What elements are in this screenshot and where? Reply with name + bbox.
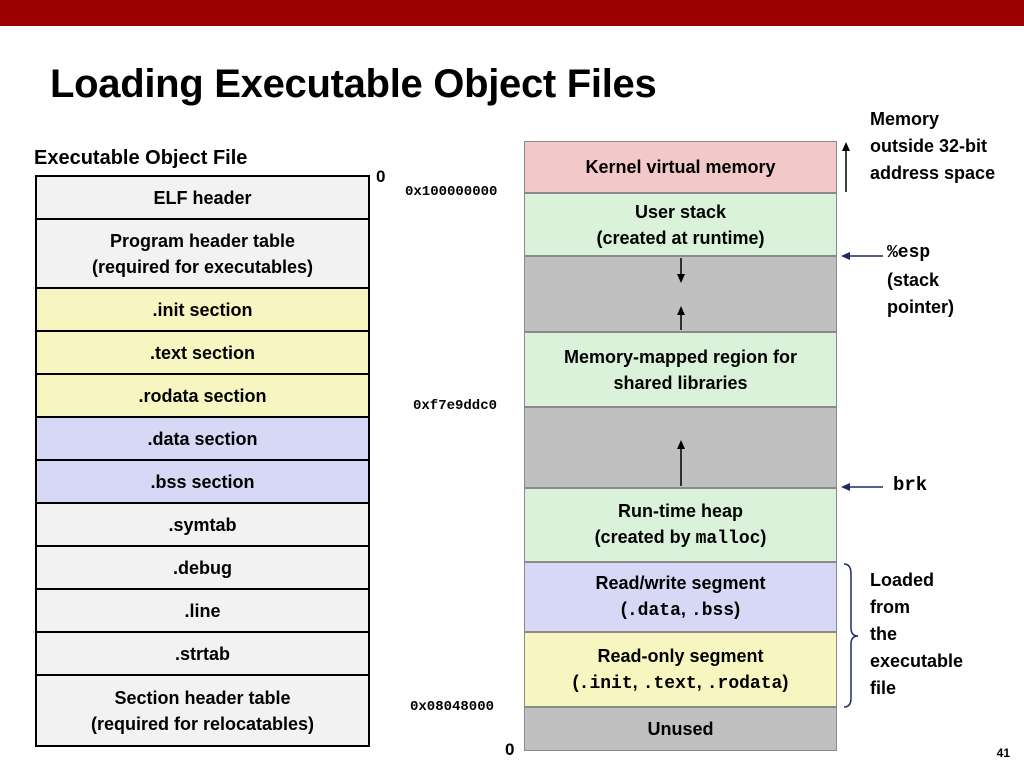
memory-read-only-segment: Read-only segment (.init, .text, .rodata… xyxy=(524,632,837,707)
note-brk: brk xyxy=(893,474,928,496)
elf-section-init: .init section xyxy=(37,289,368,332)
elf-section-elf-header: ELF header xyxy=(37,177,368,220)
elf-section-strtab: .strtab xyxy=(37,633,368,676)
memory-runtime-heap: Run-time heap (created by malloc) xyxy=(524,488,837,562)
address-0x100000000: 0x100000000 xyxy=(405,184,498,200)
elf-section-rodata: .rodata section xyxy=(37,375,368,418)
brace-loaded-segments xyxy=(843,563,859,708)
memory-read-write-segment: Read/write segment (.data, .bss) xyxy=(524,562,837,632)
elf-section-bss: .bss section xyxy=(37,461,368,504)
address-0x08048000: 0x08048000 xyxy=(410,699,495,715)
elf-section-debug: .debug xyxy=(37,547,368,590)
memory-user-stack: User stack(created at runtime) xyxy=(524,193,837,256)
top-accent-bar xyxy=(0,0,1024,26)
elf-section-data: .data section xyxy=(37,418,368,461)
elf-section-section-header-table: Section header table(required for reloca… xyxy=(37,676,368,745)
elf-section-program-header-table: Program header table(required for execut… xyxy=(37,220,368,289)
address-0xf7e9ddc0: 0xf7e9ddc0 xyxy=(413,398,498,414)
elf-section-symtab: .symtab xyxy=(37,504,368,547)
elf-section-text: .text section xyxy=(37,332,368,375)
elf-file-heading: Executable Object File xyxy=(34,147,248,169)
slide-title: Loading Executable Object Files xyxy=(50,62,657,106)
page-number: 41 xyxy=(996,746,1010,760)
elf-section-table: ELF header Program header table(required… xyxy=(35,175,370,747)
memory-kernel-virtual-memory: Kernel virtual memory xyxy=(524,141,837,193)
elf-offset-zero-label: 0 xyxy=(376,167,386,186)
address-zero-label: 0 xyxy=(505,740,515,759)
elf-section-line: .line xyxy=(37,590,368,633)
memory-unused: Unused xyxy=(524,707,837,751)
